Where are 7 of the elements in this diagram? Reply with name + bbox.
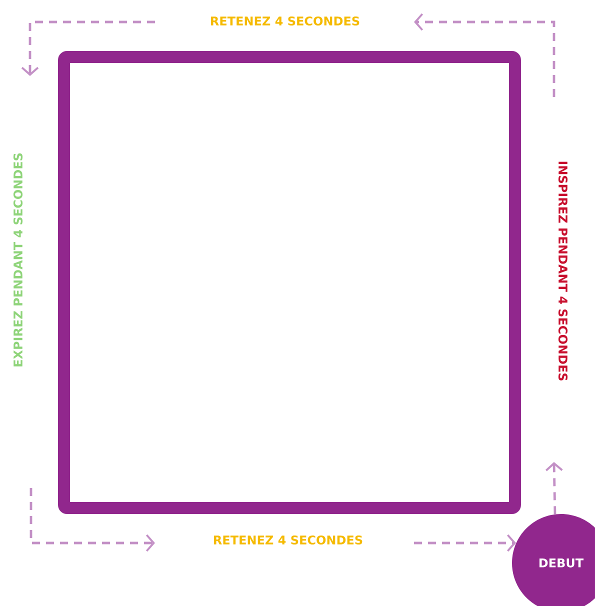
heading-text: RETENEZ 4 SECONDES (214, 535, 362, 545)
side-text: INSPIREZ PENDANT 4 SECONDES (558, 162, 568, 380)
heading-text: RETENEZ 4 SECONDES (211, 16, 360, 26)
arrow (545, 462, 563, 514)
side-text: EXPIREZ PENDANT 4 SECONDES (13, 153, 23, 366)
square-frame (58, 51, 521, 514)
arrow (414, 534, 516, 552)
